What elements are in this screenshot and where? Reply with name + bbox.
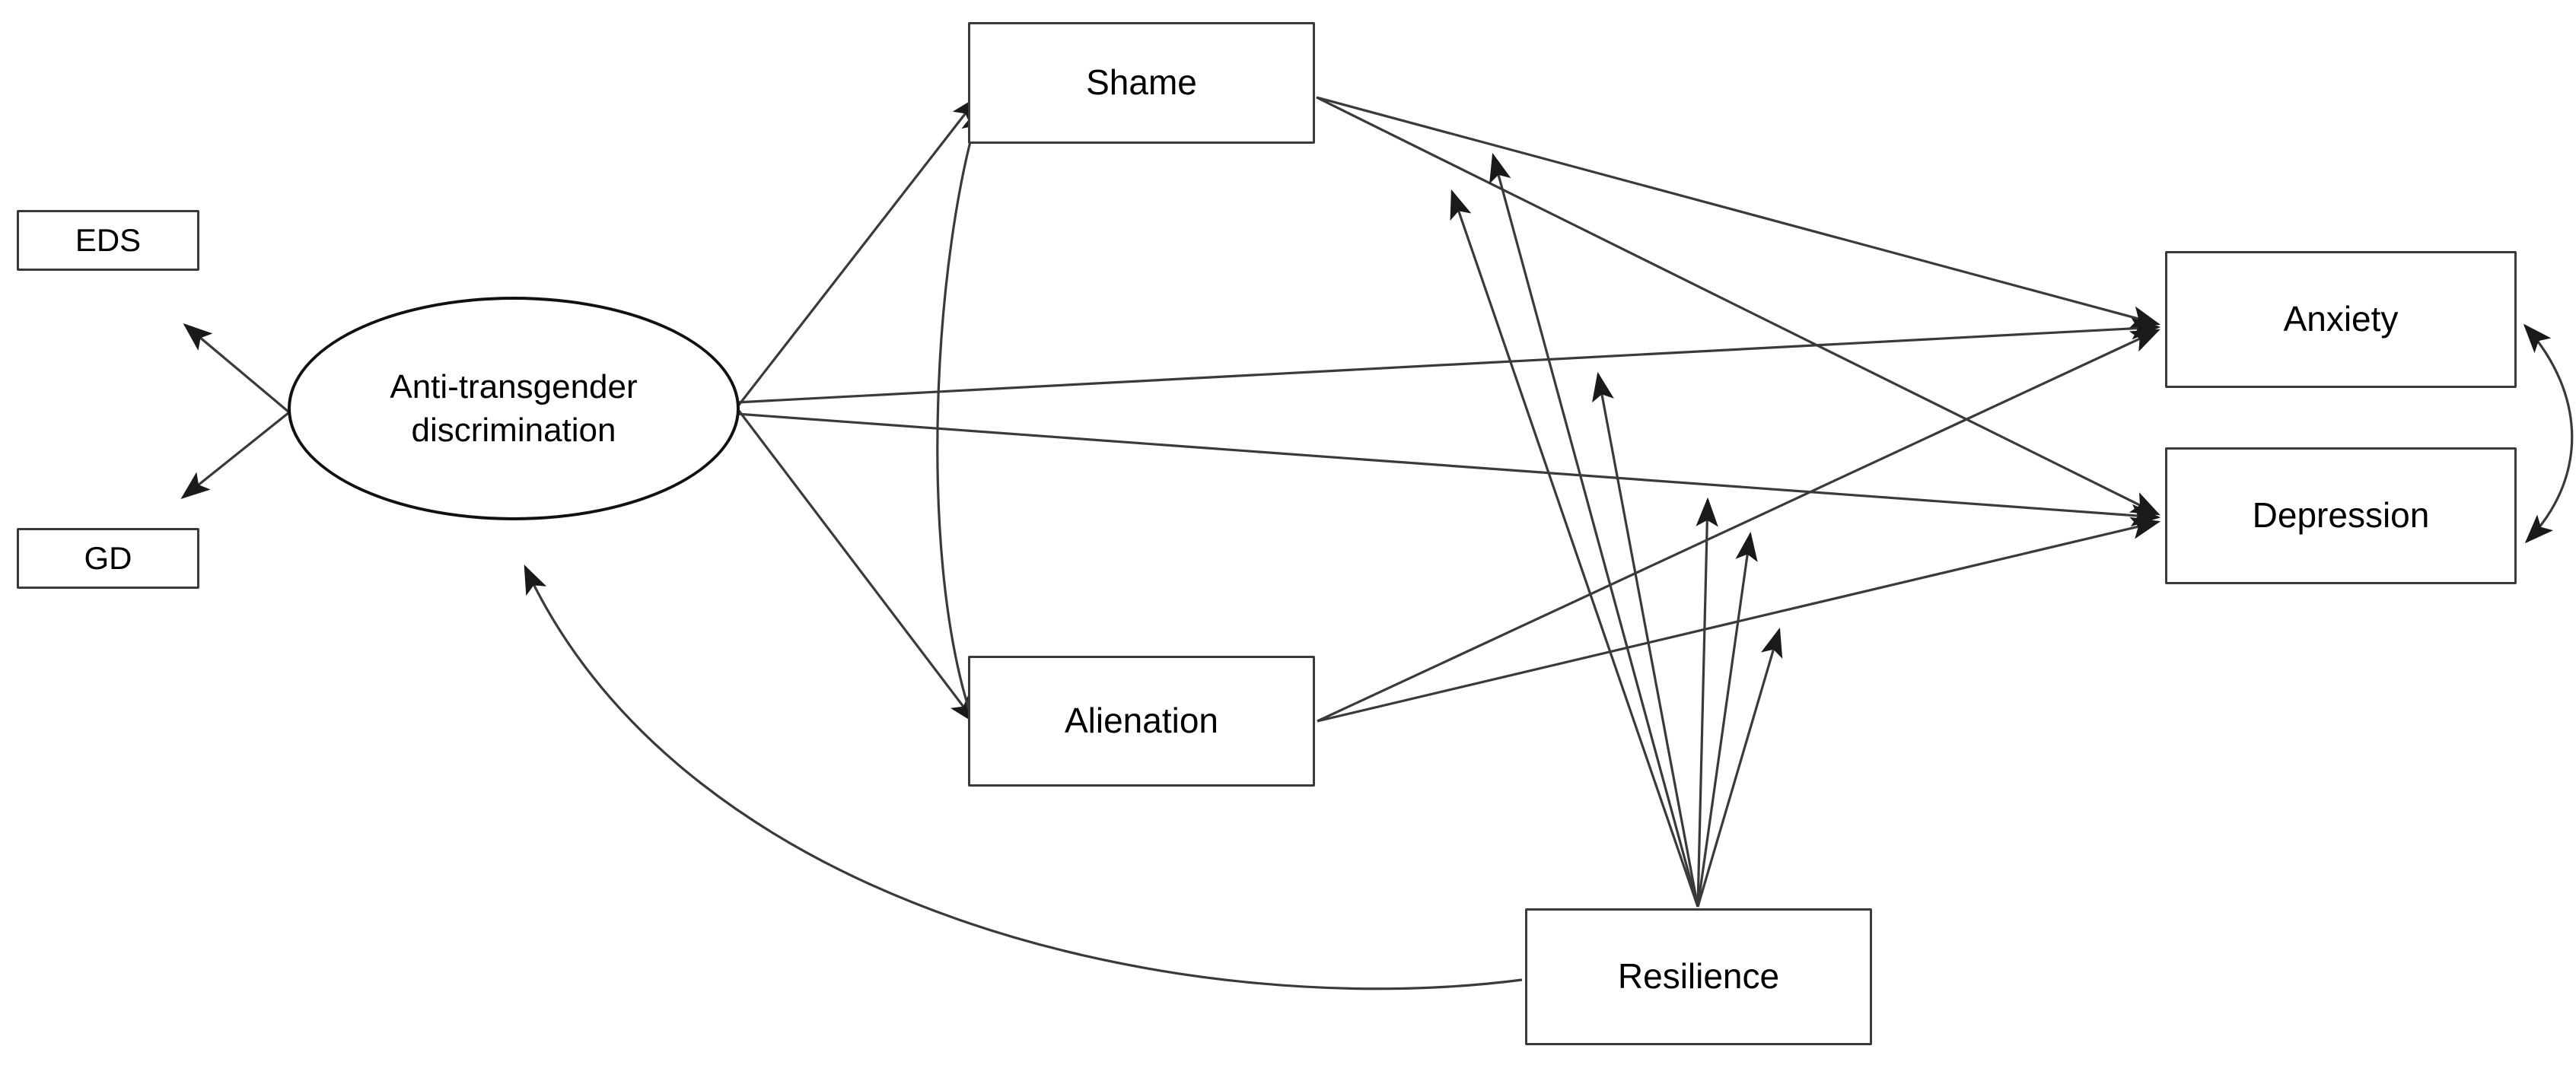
node-gd[interactable]: GD: [17, 528, 199, 589]
node-resilience[interactable]: Resilience: [1525, 908, 1872, 1045]
edge-discrimination-to-anxiety: [736, 317, 2161, 404]
edge-discrimination-to-shame: [735, 95, 979, 409]
edge-discrimination-to-alienation: [735, 407, 977, 725]
node-eds[interactable]: EDS: [17, 210, 199, 271]
node-gd-label: GD: [84, 539, 132, 576]
edge-shame-to-depression: [1316, 96, 2160, 516]
edge-discrimination-to-gd: [180, 411, 290, 499]
edge-shame-to-anxiety: [1316, 96, 2161, 329]
edge-alienation-to-shame: [936, 103, 983, 714]
edge-resilience-moderates-shame-depression: [1450, 189, 1699, 908]
edge-resilience-moderates-discrimination-depression: [1696, 497, 1718, 908]
edge-resilience-moderates-alienation-anxiety: [1696, 531, 1758, 908]
edge-resilience-moderates-shame-anxiety: [1489, 152, 1699, 908]
node-eds-label: EDS: [75, 221, 142, 258]
node-depression-label: Depression: [2252, 495, 2430, 536]
node-depression[interactable]: Depression: [2165, 447, 2517, 584]
edge-resilience-to-discrimination: [524, 564, 1523, 990]
node-anxiety[interactable]: Anxiety: [2165, 251, 2517, 388]
node-anxiety-label: Anxiety: [2283, 299, 2399, 339]
node-alienation-label: Alienation: [1064, 701, 1219, 741]
edge-resilience-moderates-alienation-depression: [1696, 627, 1783, 908]
node-shame[interactable]: Shame: [968, 22, 1315, 144]
node-resilience-label: Resilience: [1617, 956, 1780, 997]
node-discrimination[interactable]: Anti-transgender discrimination: [288, 297, 740, 520]
edge-resilience-moderates-discrimination-anxiety: [1592, 371, 1699, 908]
edge-discrimination-to-depression: [736, 412, 2161, 527]
edge-alienation-to-anxiety: [1317, 329, 2160, 723]
node-discrimination-label: Anti-transgender discrimination: [390, 367, 638, 449]
node-alienation[interactable]: Alienation: [968, 656, 1315, 787]
node-shame-label: Shame: [1086, 62, 1197, 103]
edge-discrimination-to-eds: [183, 323, 291, 414]
edge-anxiety-depression-correlation: [2523, 323, 2574, 544]
